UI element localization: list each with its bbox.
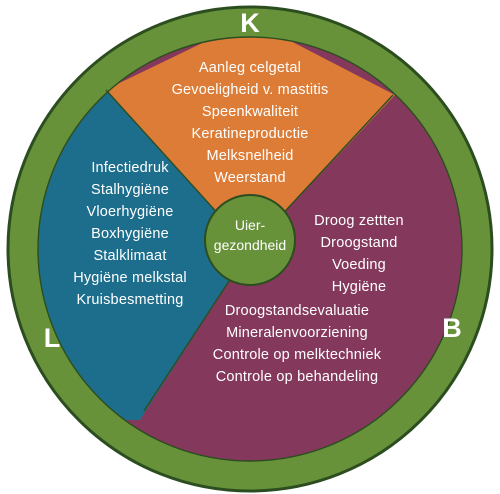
top-item: Aanleg celgetal	[199, 60, 301, 76]
left-item: Stalhygiëne	[91, 182, 169, 198]
right-upper-item: Droogstand	[321, 235, 398, 251]
right-lower-item: Mineralenvoorziening	[226, 325, 368, 341]
left-item: Hygiëne melkstal	[73, 270, 187, 286]
segment-top-items: Aanleg celgetal Gevoeligheid v. mastitis…	[172, 60, 329, 186]
left-item: Infectiedruk	[91, 160, 169, 176]
top-item: Speenkwaliteit	[202, 104, 298, 120]
ring-letter-top: K	[240, 8, 260, 38]
segment-top	[105, 37, 395, 249]
segment-right-upper-items: Droog zettten Droogstand Voeding Hygiëne	[314, 213, 404, 295]
left-item: Kruisbesmetting	[77, 292, 184, 308]
left-item: Vloerhygiëne	[86, 204, 173, 220]
top-item: Keratineproductie	[191, 126, 308, 142]
center-label-2: gezondheid	[214, 237, 286, 253]
right-upper-item: Voeding	[332, 257, 386, 273]
right-upper-item: Hygiëne	[332, 279, 387, 295]
segment-right-lower-items: Droogstandsevaluatie Mineralenvoorzienin…	[213, 303, 382, 385]
segment-left-items: Infectiedruk Stalhygiëne Vloerhygiëne Bo…	[73, 160, 187, 308]
center-circle	[204, 194, 296, 286]
top-item: Gevoeligheid v. mastitis	[172, 82, 329, 98]
right-lower-item: Controle op melktechniek	[213, 347, 382, 363]
right-lower-item: Controle op behandeling	[216, 369, 379, 385]
right-lower-item: Droogstandsevaluatie	[225, 303, 369, 319]
top-item: Melksnelheid	[206, 148, 293, 164]
top-item: Weerstand	[214, 170, 286, 186]
left-item: Stalklimaat	[93, 248, 166, 264]
left-item: Boxhygiëne	[91, 226, 169, 242]
right-upper-item: Droog zettten	[314, 213, 404, 229]
ring-letter-left: L	[44, 323, 61, 353]
center-label-1: Uier-	[235, 217, 266, 233]
ring-letter-right: B	[442, 313, 462, 343]
segment-right	[140, 102, 462, 420]
